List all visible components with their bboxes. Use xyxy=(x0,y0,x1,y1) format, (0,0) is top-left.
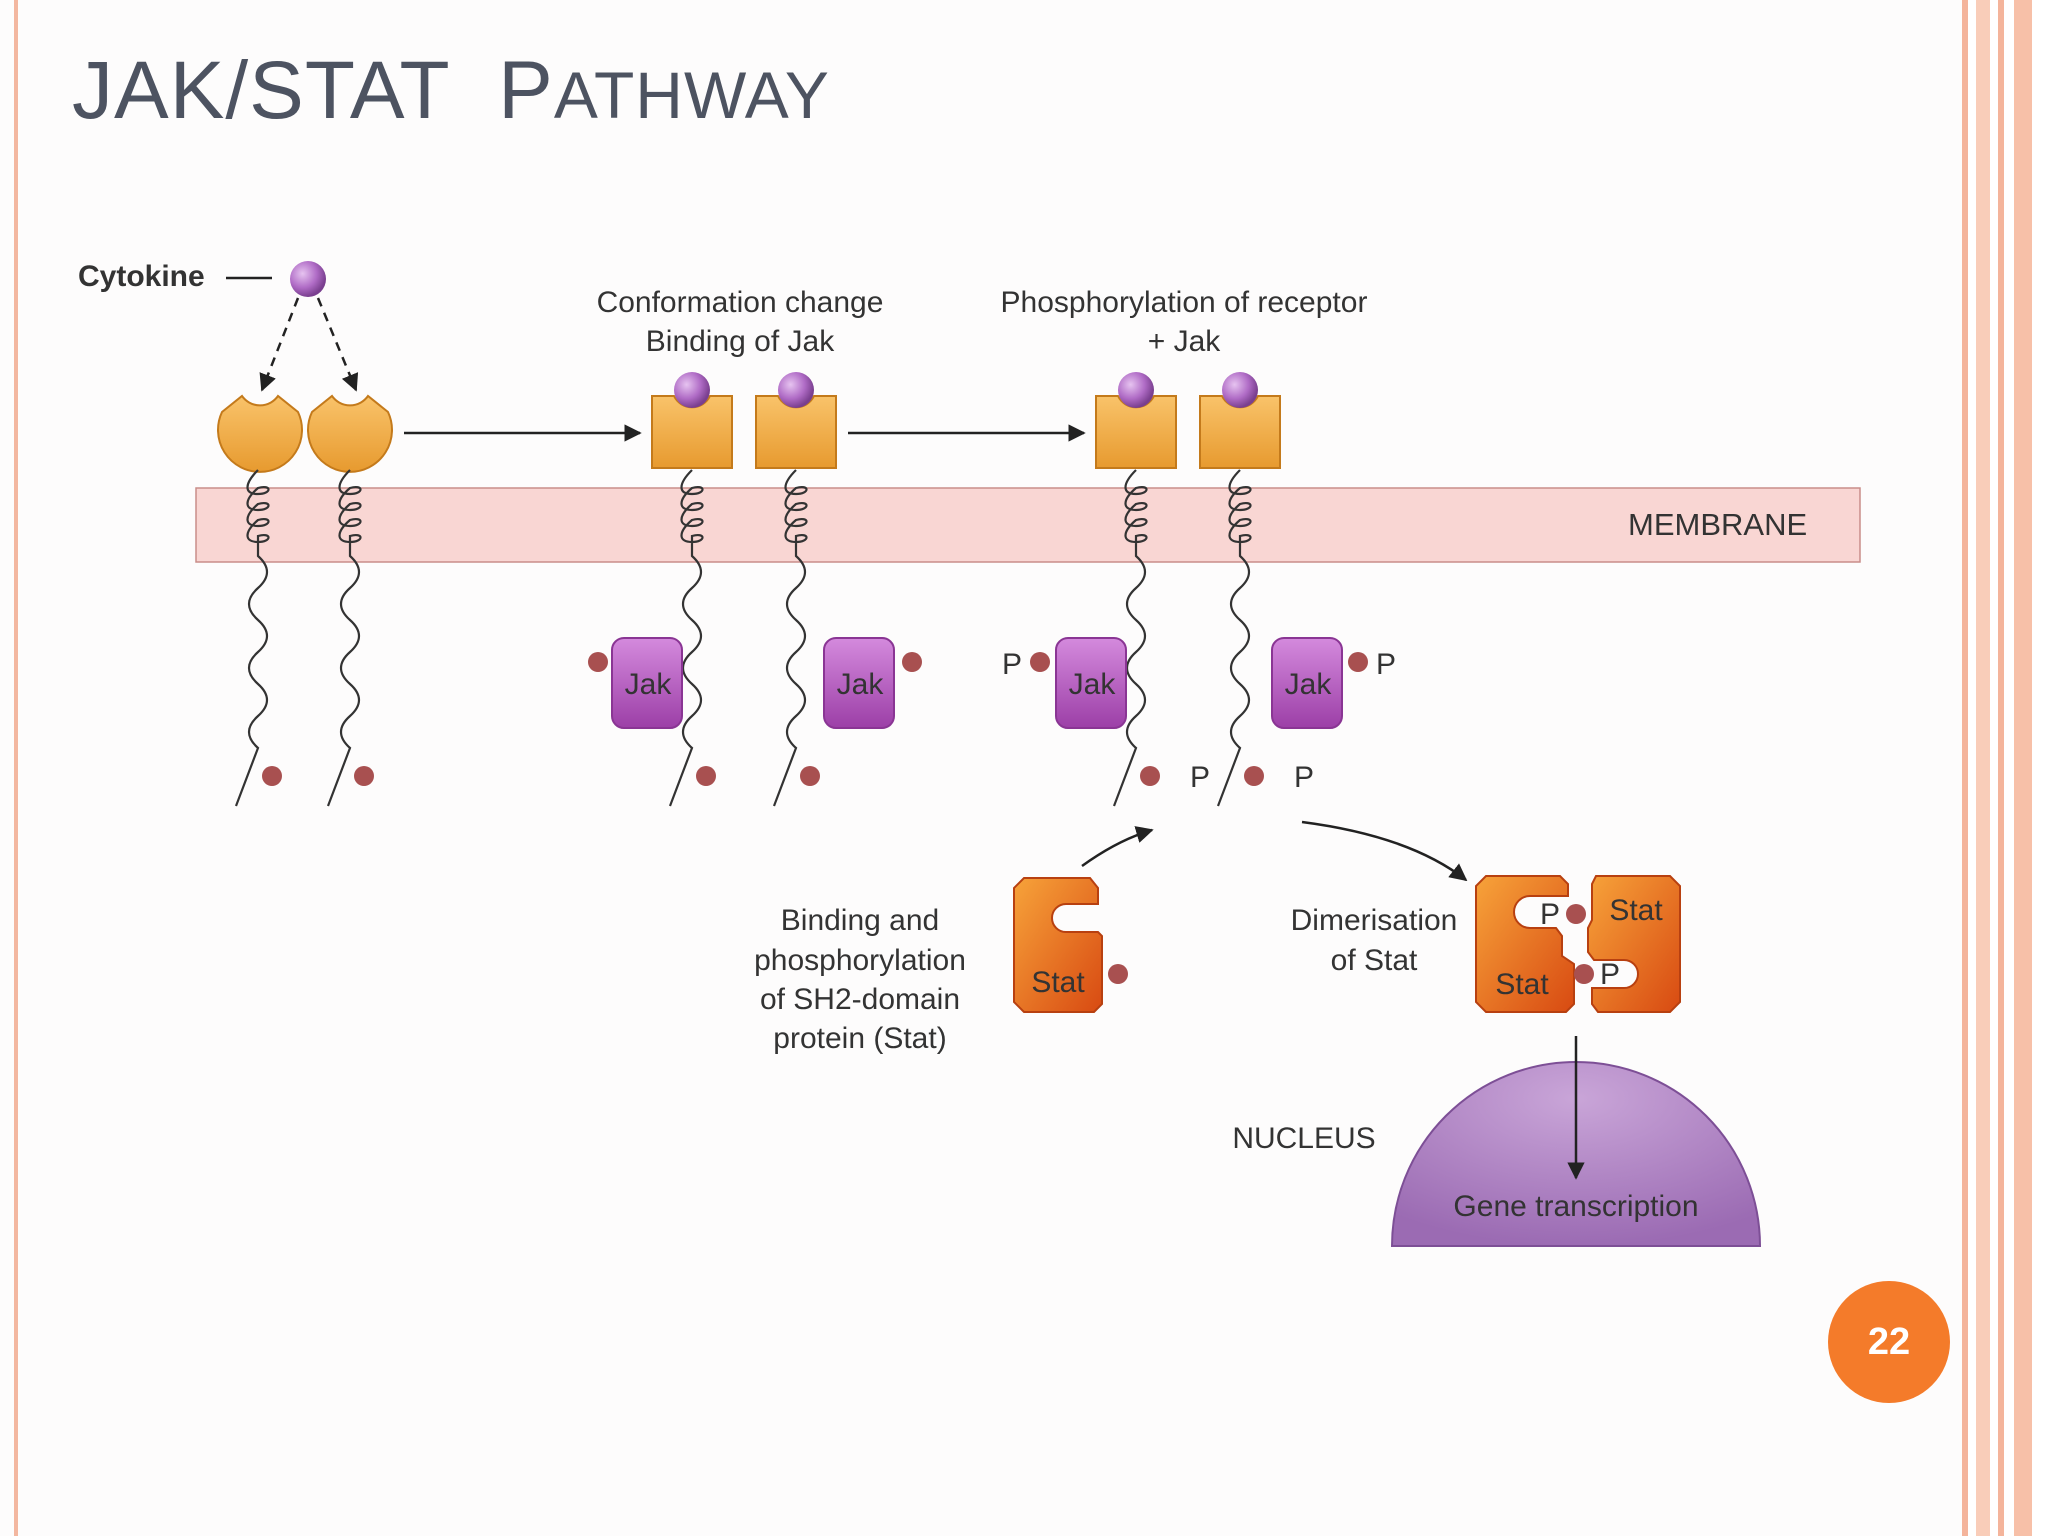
stat-dimer-right xyxy=(1587,875,1681,1013)
cytokine-bound-6 xyxy=(1222,372,1258,408)
jak-phosphate-label-4: P xyxy=(1376,648,1396,681)
binding-label-line3: of SH2-domain xyxy=(760,983,960,1016)
step2-label-line1: Conformation change xyxy=(597,286,884,319)
dimer-label-line1: Dimerisation xyxy=(1291,904,1458,937)
slide-title: JAK/STAT PATHWAY xyxy=(72,44,830,138)
cytokine-arrow-left xyxy=(259,297,300,392)
receptor-phosphate-site-2 xyxy=(354,766,374,786)
page-number-badge: 22 xyxy=(1828,1281,1950,1403)
dimer-phosphate-label-2: P xyxy=(1600,958,1620,991)
stat-label-monomer: Stat xyxy=(1031,966,1085,999)
left-border-line xyxy=(14,0,18,1536)
membrane-band xyxy=(195,487,1861,563)
stat-monomer-phosphate-site xyxy=(1108,964,1128,984)
binding-label-line2: phosphorylation xyxy=(754,944,966,977)
cytokine-bound-5 xyxy=(1118,372,1154,408)
jak-label-2: Jak xyxy=(837,668,885,701)
receptor-chains xyxy=(234,469,1264,807)
binding-label-line4: protein (Stat) xyxy=(773,1022,946,1055)
jak-box-4 xyxy=(1271,637,1343,729)
title-rest: ATHWAY xyxy=(553,58,830,132)
stat-monomer xyxy=(1013,877,1103,1013)
receptor-phosphate-site-4 xyxy=(800,766,820,786)
cytokine-bound-4 xyxy=(778,372,814,408)
dimer-label-line2: of Stat xyxy=(1331,944,1418,977)
receptor-chain-5 xyxy=(1112,469,1148,807)
receptor-phosphate-site-5 xyxy=(1140,766,1160,786)
title-initial: P xyxy=(498,45,554,136)
jak-phosphate-4 xyxy=(1348,652,1368,672)
membrane-label: MEMBRANE xyxy=(1628,507,1807,542)
right-rail-3 xyxy=(1998,0,2004,1536)
cytokine-ball xyxy=(290,261,326,297)
receptor-chain-1 xyxy=(234,469,270,807)
jak-phosphate-site-1 xyxy=(588,652,608,672)
step3-label-line1: Phosphorylation of receptor xyxy=(1001,286,1368,319)
jak-box-3 xyxy=(1055,637,1127,729)
receptor-phosphate-site-1 xyxy=(262,766,282,786)
receptor-phosphate-site-3 xyxy=(696,766,716,786)
jak-phosphate-site-2 xyxy=(902,652,922,672)
jak-label-4: Jak xyxy=(1285,668,1333,701)
jak-label-1: Jak xyxy=(625,668,673,701)
stat-binding-arrow xyxy=(1081,826,1154,868)
cytokine-arrow-right xyxy=(316,297,359,392)
right-rail-4 xyxy=(2014,0,2032,1536)
stat-label-dimer-right: Stat xyxy=(1609,894,1663,927)
right-rail-2 xyxy=(1976,0,1990,1536)
stat-dimer-left xyxy=(1475,875,1575,1013)
receptor-cup-1 xyxy=(217,394,303,473)
dimer-phosphate-2 xyxy=(1574,964,1594,984)
jak-box-2 xyxy=(823,637,895,729)
receptor-chain-4 xyxy=(772,469,808,807)
dimerisation-arrow xyxy=(1301,820,1468,882)
step2-label-line2: Binding of Jak xyxy=(646,325,835,358)
jak-phosphate-label-3: P xyxy=(1002,648,1022,681)
receptor-phosphate-label-5: P xyxy=(1190,761,1210,794)
nucleus-label: NUCLEUS xyxy=(1232,1122,1375,1155)
receptor-chain-6 xyxy=(1216,469,1252,807)
receptor-chain-3 xyxy=(668,469,704,807)
right-rail-1 xyxy=(1962,0,1968,1536)
stat-label-dimer-left: Stat xyxy=(1495,968,1549,1001)
receptor-chain-2 xyxy=(326,469,362,807)
dimer-phosphate-1 xyxy=(1566,904,1586,924)
jak-box-1 xyxy=(611,637,683,729)
receptor-cup-2 xyxy=(307,394,393,473)
cytokine-label: Cytokine xyxy=(78,260,205,293)
gene-transcription-label: Gene transcription xyxy=(1453,1190,1698,1223)
dimer-phosphate-label-1: P xyxy=(1540,898,1560,931)
cytokine-bound-3 xyxy=(674,372,710,408)
jak-phosphate-3 xyxy=(1030,652,1050,672)
jak-label-3: Jak xyxy=(1069,668,1117,701)
title-part-1: JAK/STAT xyxy=(72,45,451,136)
receptor-phosphate-label-6: P xyxy=(1294,761,1314,794)
step3-label-line2: + Jak xyxy=(1148,325,1222,358)
receptor-phosphate-site-6 xyxy=(1244,766,1264,786)
binding-label-line1: Binding and xyxy=(781,904,939,937)
